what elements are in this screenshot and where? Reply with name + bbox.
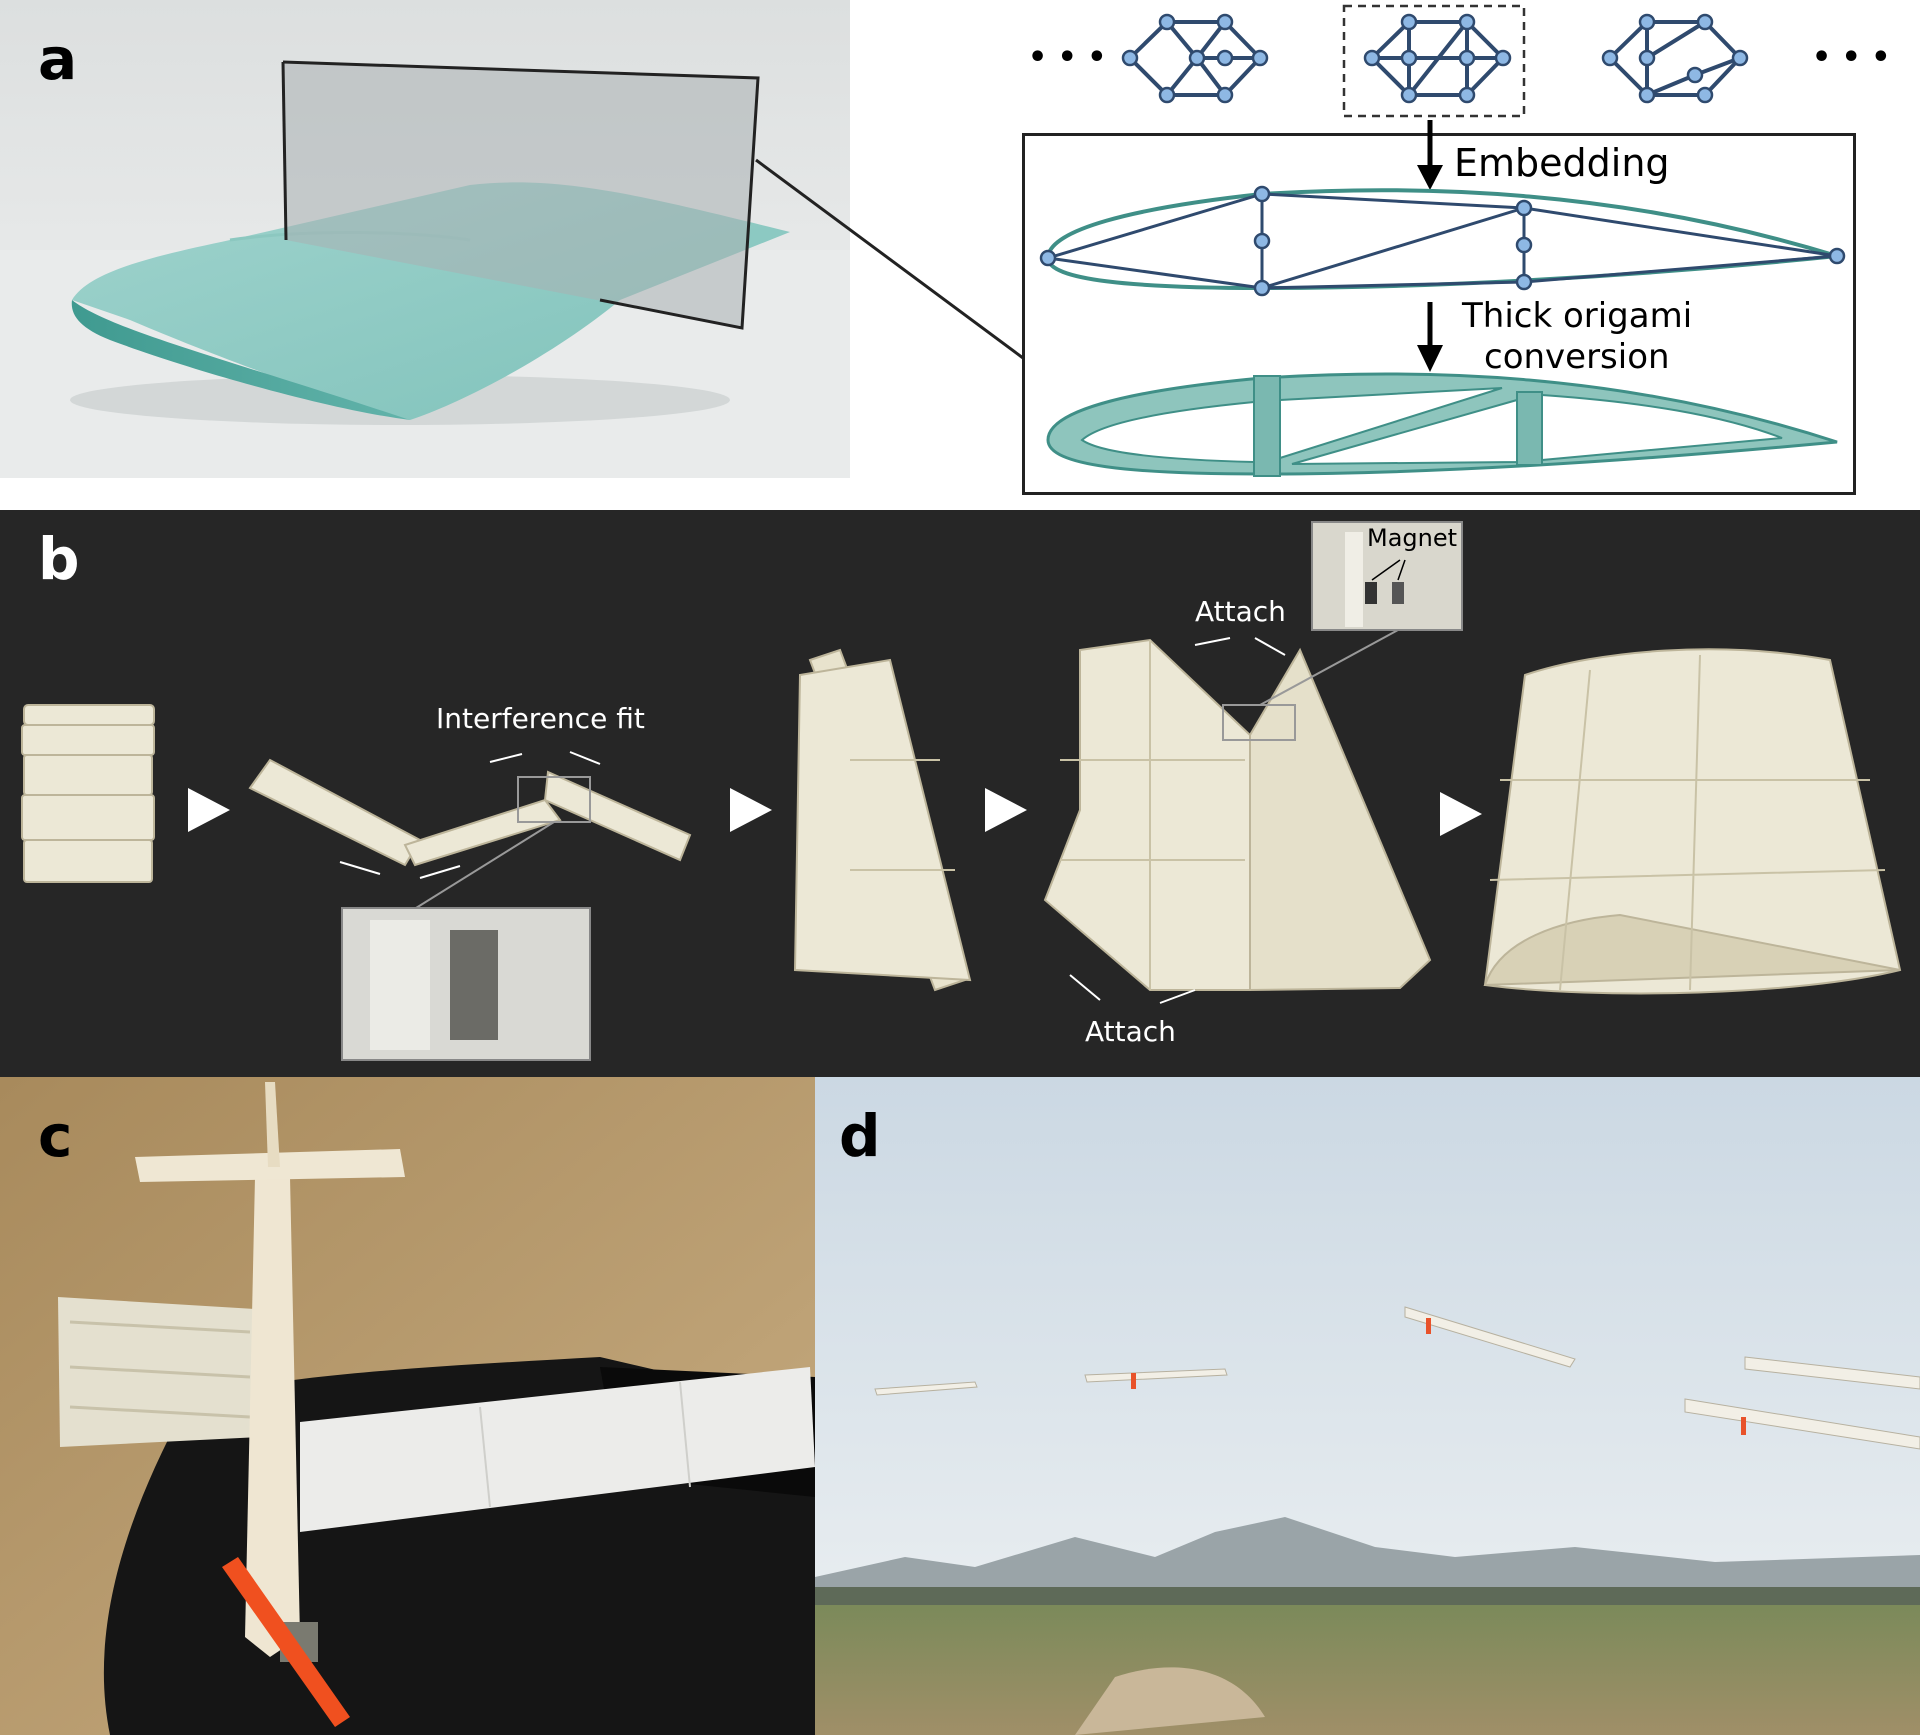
airfoil-diagrams xyxy=(1039,120,1846,477)
folding-sequence-photos xyxy=(21,521,1902,1061)
magnet-label: Magnet xyxy=(1367,524,1458,552)
flight-test-photo xyxy=(815,1077,1920,1735)
attach-label-bottom: Attach xyxy=(1085,1015,1176,1048)
panel-label-d: d xyxy=(839,1102,881,1170)
embedding-label: Embedding xyxy=(1454,141,1670,185)
panel-a: a • • • • • • xyxy=(0,0,1920,505)
callout-lines-a xyxy=(755,158,1024,360)
assembled-aircraft-photo xyxy=(0,1077,815,1735)
conversion-label-line2: conversion xyxy=(1484,337,1670,377)
panel-label-c: c xyxy=(38,1102,73,1170)
attach-label-top: Attach xyxy=(1195,595,1286,628)
panel-c: c xyxy=(0,1077,815,1735)
ellipsis-right: • • • xyxy=(1812,40,1891,75)
panel-b: b Interference fit Attach Attach Magnet xyxy=(0,510,1920,1077)
ellipsis-left: • • • xyxy=(1028,40,1107,75)
interference-fit-label: Interference fit xyxy=(436,702,645,735)
panel-d: d xyxy=(815,1077,1920,1735)
wing-render-image xyxy=(0,0,850,478)
conversion-label-line1: Thick origami xyxy=(1462,296,1693,336)
embedding-box xyxy=(1022,133,1856,495)
panel-label-a: a xyxy=(38,25,78,93)
panel-label-b: b xyxy=(38,525,80,593)
truss-topology-options xyxy=(1121,4,1749,118)
